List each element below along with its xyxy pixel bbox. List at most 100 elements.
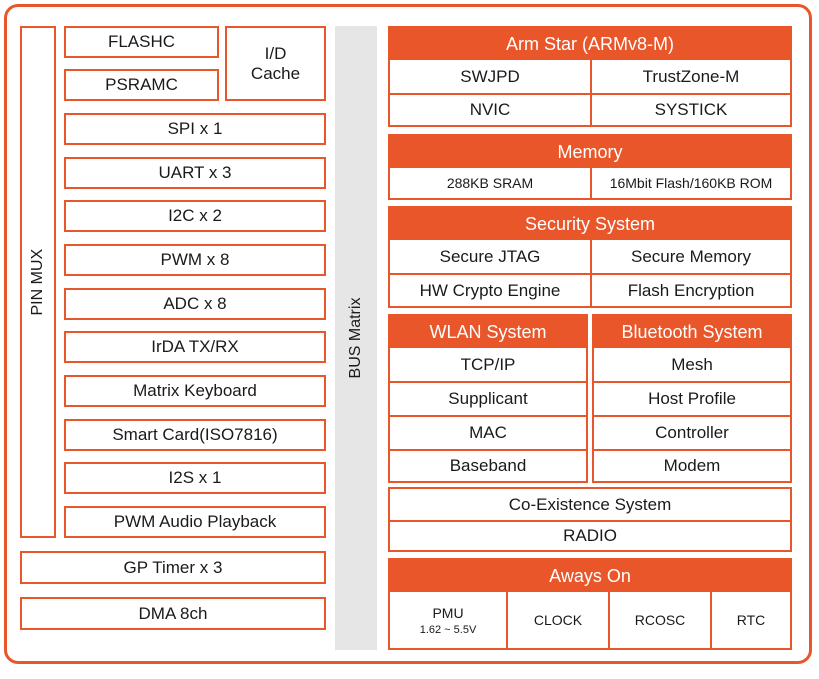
bus-matrix-label: BUS Matrix [347,297,364,379]
bt-divider-3 [594,449,790,451]
secure-memory-cell: Secure Memory [592,240,790,273]
matrix-keyboard-block: Matrix Keyboard [64,375,326,407]
flash-rom-cell: 16Mbit Flash/160KB ROM [592,168,790,198]
smart-card-block: Smart Card(ISO7816) [64,419,326,451]
host-profile-cell: Host Profile [594,383,790,415]
bluetooth-group: Bluetooth System Mesh Host Profile Contr… [592,314,792,483]
rtc-label: RTC [736,612,766,628]
spi-block: SPI x 1 [64,113,326,145]
arm-star-header: Arm Star (ARMv8-M) [390,28,790,60]
hw-crypto-cell: HW Crypto Engine [390,275,590,306]
always-on-header: Aways On [390,560,790,592]
gp-timer-block: GP Timer x 3 [20,551,326,584]
pmu-cell: PMU 1.62 ~ 5.5V [390,592,506,648]
radio-cell: RADIO [390,522,790,550]
secure-jtag-label: Secure JTAG [439,246,541,266]
sram-cell: 288KB SRAM [390,168,590,198]
modem-label: Modem [663,456,721,475]
uart-block: UART x 3 [64,157,326,189]
mac-label: MAC [469,423,507,442]
controller-cell: Controller [594,417,790,449]
i2c-label: I2C x 2 [168,206,222,226]
wlan-divider-2 [390,415,586,417]
pwm-label: PWM x 8 [160,250,230,270]
rcosc-cell: RCOSC [610,592,710,648]
wlan-title: WLAN System [429,321,547,342]
i2s-block: I2S x 1 [64,462,326,494]
i2s-label: I2S x 1 [168,468,222,488]
secure-memory-label: Secure Memory [631,246,751,266]
pwm-audio-label: PWM Audio Playback [113,512,277,532]
security-group: Security System Secure JTAG Secure Memor… [388,206,792,308]
ao-divider-3 [710,592,712,648]
memory-title: Memory [557,141,623,162]
flash-encryption-label: Flash Encryption [627,280,755,300]
pin-mux-label: PIN MUX [28,248,46,316]
clock-label: CLOCK [533,612,583,628]
id-cache-block: I/D Cache [225,26,326,101]
arm-divider-h [390,93,790,95]
arm-star-group: Arm Star (ARMv8-M) SWJPD TrustZone-M NVI… [388,26,792,127]
systick-cell: SYSTICK [592,95,790,125]
trustzone-label: TrustZone-M [642,66,740,86]
clock-cell: CLOCK [508,592,608,648]
bt-divider-2 [594,415,790,417]
swjpd-cell: SWJPD [390,60,590,93]
arm-star-title: Arm Star (ARMv8-M) [506,33,674,54]
pwm-audio-block: PWM Audio Playback [64,506,326,538]
wlan-group: WLAN System TCP/IP Supplicant MAC Baseba… [388,314,588,483]
supplicant-cell: Supplicant [390,383,586,415]
supplicant-label: Supplicant [448,389,528,408]
wlan-divider-1 [390,381,586,383]
mesh-cell: Mesh [594,348,790,381]
rcosc-label: RCOSC [634,612,686,628]
flash-encryption-cell: Flash Encryption [592,275,790,306]
spi-label: SPI x 1 [167,119,223,139]
uart-label: UART x 3 [158,163,232,183]
dma-label: DMA 8ch [138,603,208,623]
diagram-frame [4,4,812,664]
pwm-block: PWM x 8 [64,244,326,276]
bus-matrix: BUS Matrix [335,26,377,650]
id-cache-line1: I/D [264,43,287,63]
coex-group: Co-Existence System RADIO [388,487,792,552]
wlan-header: WLAN System [390,316,586,348]
flashc-label: FLASHC [107,32,176,52]
baseband-cell: Baseband [390,451,586,481]
trustzone-cell: TrustZone-M [592,60,790,93]
pin-mux-block: PIN MUX [20,26,56,538]
psramc-label: PSRAMC [105,75,178,95]
i2c-block: I2C x 2 [64,200,326,232]
always-on-title: Aways On [549,565,631,586]
security-header: Security System [390,208,790,240]
matrix-keyboard-label: Matrix Keyboard [133,381,257,401]
smart-card-label: Smart Card(ISO7816) [112,425,278,445]
mesh-label: Mesh [671,354,713,374]
coex-divider [390,520,790,522]
security-divider-h [390,273,790,275]
controller-label: Controller [655,423,729,442]
hw-crypto-label: HW Crypto Engine [419,280,561,300]
secure-jtag-cell: Secure JTAG [390,240,590,273]
irda-label: IrDA TX/RX [151,337,239,357]
pmu-range: 1.62 ~ 5.5V [419,623,477,636]
nvic-cell: NVIC [390,95,590,125]
irda-block: IrDA TX/RX [64,331,326,363]
sram-label: 288KB SRAM [446,175,534,191]
security-title: Security System [524,213,656,234]
coex-label: Co-Existence System [508,494,672,514]
arm-divider-v [590,60,592,125]
always-on-group: Aways On PMU 1.62 ~ 5.5V CLOCK RCOSC RTC [388,558,792,650]
mac-cell: MAC [390,417,586,449]
tcpip-label: TCP/IP [460,354,516,374]
ao-divider-1 [506,592,508,648]
pmu-label: PMU [432,604,464,621]
nvic-label: NVIC [469,100,511,119]
radio-label: RADIO [563,526,617,545]
systick-label: SYSTICK [654,100,728,119]
flash-rom-label: 16Mbit Flash/160KB ROM [609,175,773,191]
swjpd-label: SWJPD [460,66,520,86]
ao-divider-2 [608,592,610,648]
psramc-block: PSRAMC [64,69,219,101]
bt-divider-1 [594,381,790,383]
